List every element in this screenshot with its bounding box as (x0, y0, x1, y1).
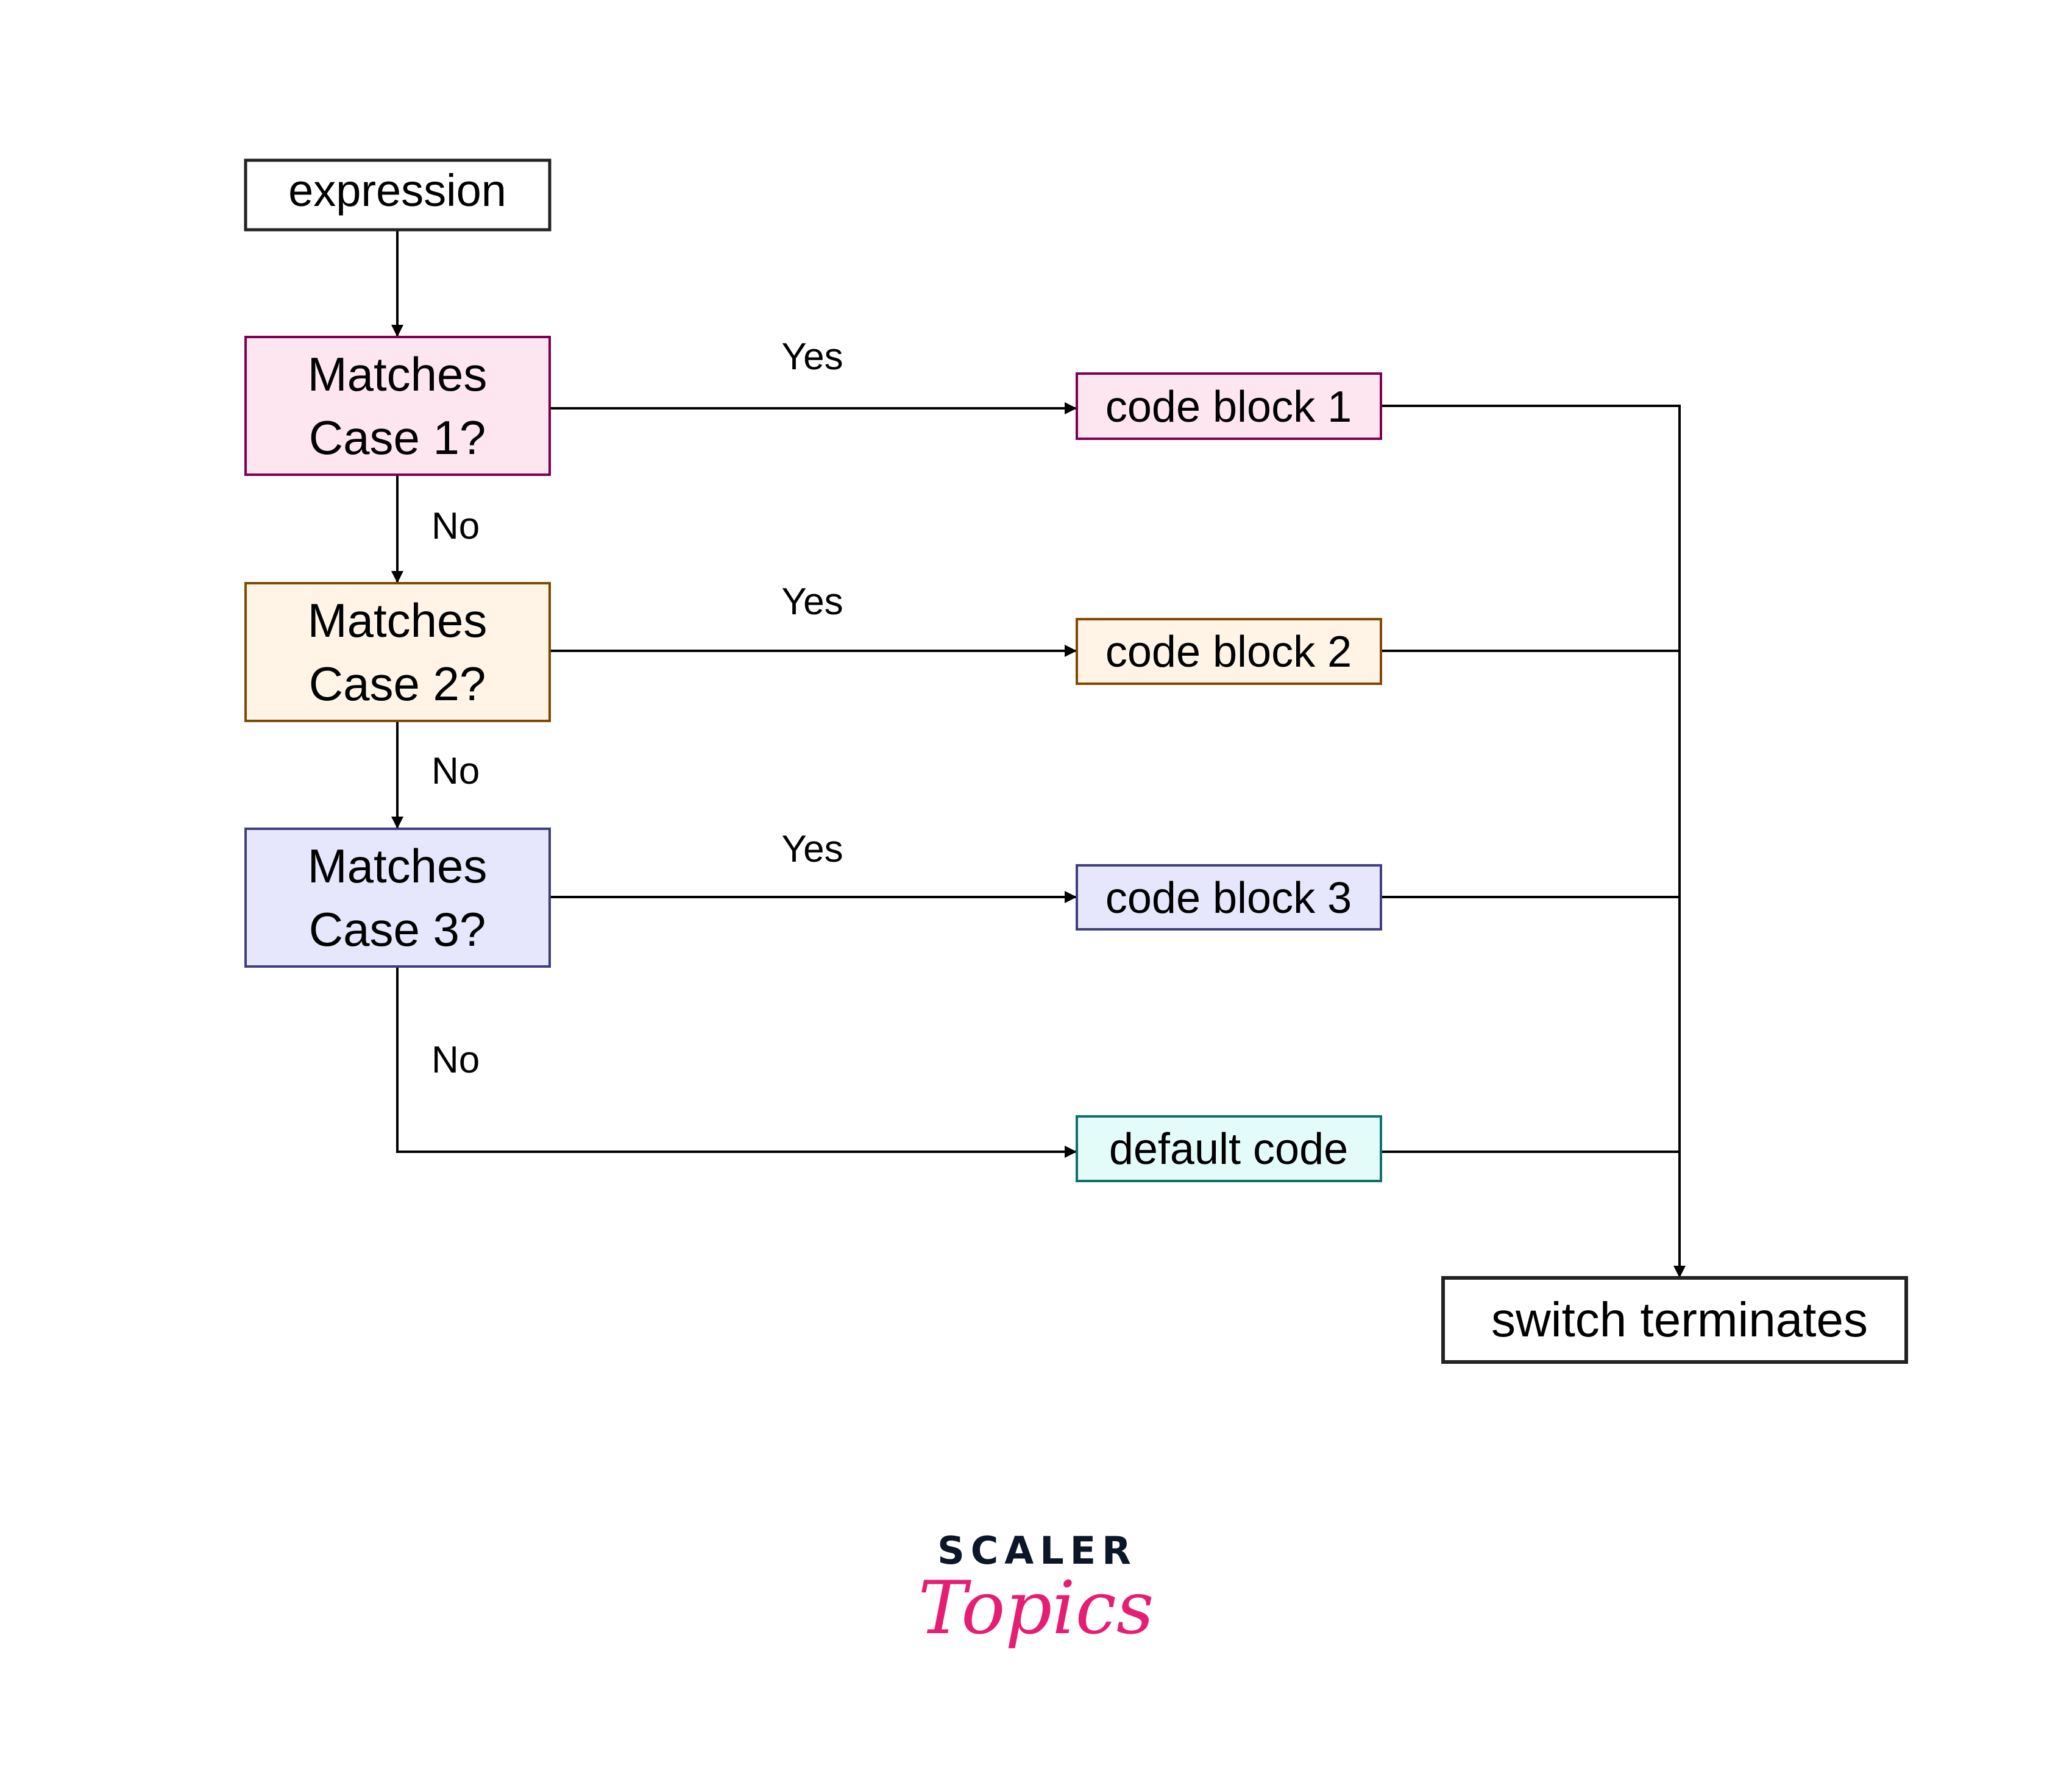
node-code-block-2-label: code block 2 (1105, 628, 1352, 676)
node-code-block-1: code block 1 (1076, 372, 1382, 440)
node-code-block-3: code block 3 (1076, 864, 1382, 931)
node-expression-label: expression (288, 165, 506, 216)
edge-code1-to-terminate (1381, 405, 1686, 1278)
node-default-code-label: default code (1109, 1125, 1348, 1174)
edge-case3-no-to-default (396, 966, 1077, 1158)
node-case3: Matches Case 3? (244, 828, 551, 968)
node-code-block-3-label: code block 3 (1105, 874, 1352, 923)
node-case1-label-line2: Case 1? (309, 411, 486, 464)
edge-labels: Yes Yes Yes No No No (431, 336, 843, 1081)
scaler-topics-logo: SCALER Topics (918, 1528, 1154, 1651)
edges (391, 230, 1686, 1278)
node-case2: Matches Case 2? (244, 582, 551, 722)
edge-label-yes-case3: Yes (781, 828, 843, 870)
node-code-block-1-label: code block 1 (1105, 383, 1352, 431)
node-case2-label-line1: Matches (308, 594, 488, 647)
node-case3-label-line1: Matches (308, 839, 488, 893)
edge-label-no-case2: No (431, 750, 480, 792)
edge-label-no-case1: No (431, 505, 480, 547)
node-code-block-2: code block 2 (1076, 618, 1382, 685)
logo-product-text: Topics (918, 1566, 1154, 1651)
node-switch-terminates: switch terminates (1441, 1276, 1908, 1364)
edge-label-no-case3: No (431, 1039, 480, 1081)
node-switch-terminates-label: switch terminates (1491, 1293, 1868, 1347)
node-case1: Matches Case 1? (244, 336, 551, 476)
node-expression: expression (244, 158, 552, 232)
node-case2-label-line2: Case 2? (309, 657, 486, 711)
edge-label-yes-case2: Yes (781, 581, 843, 623)
node-case1-label-line1: Matches (308, 347, 488, 401)
node-case3-label-line2: Case 3? (309, 903, 486, 956)
logo-brand-text: SCALER (937, 1528, 1137, 1573)
edge-label-yes-case1: Yes (781, 336, 843, 378)
node-default-code: default code (1076, 1115, 1382, 1182)
